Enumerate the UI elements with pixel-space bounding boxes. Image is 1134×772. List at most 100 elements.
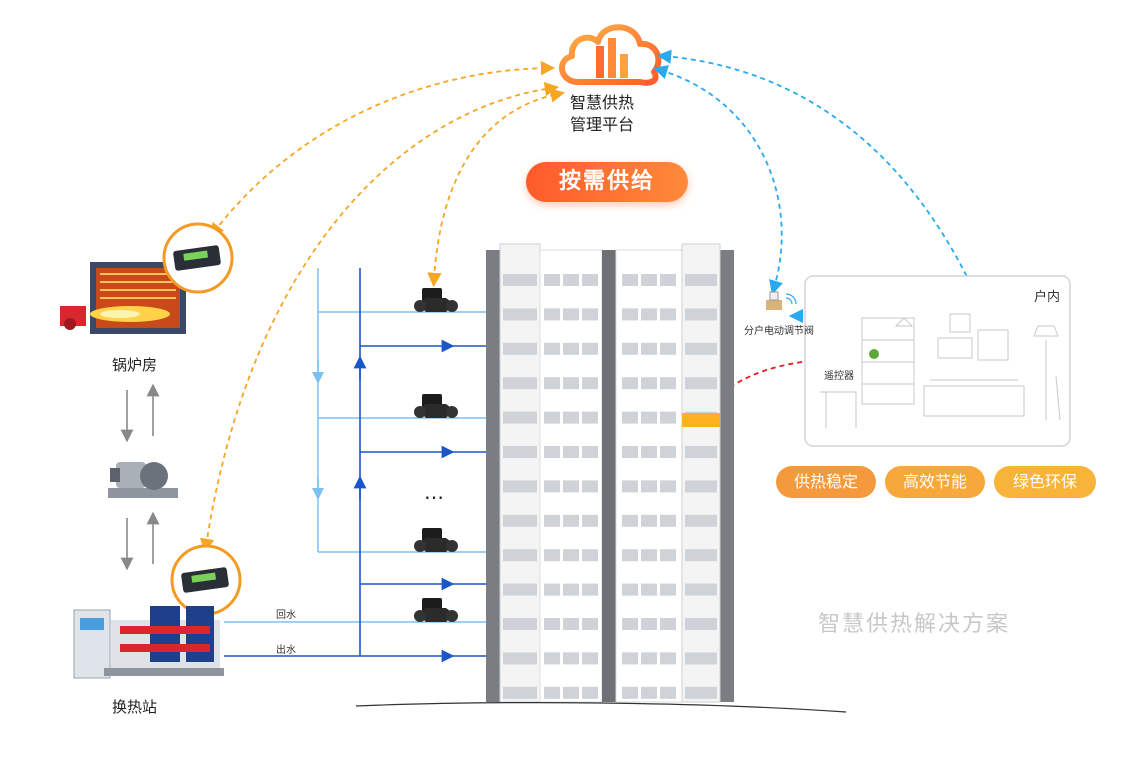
solution-watermark: 智慧供热解决方案 xyxy=(818,612,1011,637)
building-window xyxy=(503,411,537,424)
building-window xyxy=(685,686,717,699)
iot-gateway-icon xyxy=(162,222,234,294)
building-window xyxy=(641,446,657,458)
building-window xyxy=(582,342,598,355)
building-window xyxy=(685,618,717,630)
building-window xyxy=(641,686,657,699)
building-window xyxy=(563,308,579,321)
building-window xyxy=(660,411,676,424)
heat-exchange-station-icon xyxy=(73,606,224,679)
flow-arrows xyxy=(120,383,160,571)
building-window xyxy=(622,618,638,630)
ground-line xyxy=(355,702,847,713)
building-window xyxy=(685,514,717,527)
building-window xyxy=(622,514,638,527)
building-window xyxy=(660,583,676,596)
building-window xyxy=(544,514,560,527)
household-valve-icon xyxy=(766,291,797,310)
boiler-room-label: 锅炉房 xyxy=(112,356,158,374)
remote-controller-label: 遥控器 xyxy=(824,371,854,382)
building-window xyxy=(544,549,560,562)
building-window xyxy=(660,377,676,390)
building-window xyxy=(641,618,657,630)
building-window xyxy=(685,549,717,562)
heat-exchange-station-label: 换热站 xyxy=(112,698,158,716)
building-valve-icon xyxy=(414,528,458,552)
building-window xyxy=(685,446,717,458)
platform-title-line1: 智慧供热 xyxy=(569,93,634,112)
building-window xyxy=(563,377,579,390)
return-pipe-label: 回水 xyxy=(276,610,296,621)
platform-title-line2: 管理平台 xyxy=(569,115,634,134)
building-window xyxy=(685,308,717,321)
building-window xyxy=(622,480,638,493)
building-window xyxy=(641,377,657,390)
building-window xyxy=(563,618,579,630)
building-window xyxy=(622,342,638,355)
building-window xyxy=(685,342,717,355)
building-window xyxy=(685,480,717,493)
on-demand-badge: 按需供给 xyxy=(526,162,688,202)
feature-badge-stable: 供热稳定 xyxy=(776,466,876,498)
building-window xyxy=(503,480,537,493)
building-window xyxy=(641,652,657,665)
building-window xyxy=(503,446,537,458)
building-window xyxy=(544,411,560,424)
building-valve-icon xyxy=(414,288,458,312)
building-window xyxy=(660,446,676,458)
building-window xyxy=(685,274,717,286)
building-window xyxy=(563,411,579,424)
building-window xyxy=(503,686,537,699)
pump-icon xyxy=(108,462,178,498)
building-window xyxy=(503,377,537,390)
building-window xyxy=(582,446,598,458)
building-window xyxy=(641,549,657,562)
building-window xyxy=(685,652,717,665)
building-window xyxy=(563,583,579,596)
building-window xyxy=(660,274,676,286)
building-window xyxy=(544,618,560,630)
building-window xyxy=(622,583,638,596)
feature-badge-green: 绿色环保 xyxy=(994,466,1096,498)
building-window xyxy=(503,583,537,596)
building-window xyxy=(641,583,657,596)
building-window xyxy=(544,342,560,355)
building-window xyxy=(582,411,598,424)
building-window xyxy=(582,618,598,630)
building-window xyxy=(641,480,657,493)
building-valve-icon xyxy=(414,394,458,418)
building-window xyxy=(563,342,579,355)
building-window xyxy=(544,583,560,596)
indoor-label: 户内 xyxy=(1034,290,1061,305)
building-window xyxy=(503,514,537,527)
building-window xyxy=(563,274,579,286)
building-window xyxy=(622,652,638,665)
apartment-building xyxy=(486,243,734,703)
supply-pipe-label: 出水 xyxy=(276,645,296,656)
building-window xyxy=(544,652,560,665)
building-window xyxy=(622,411,638,424)
building-window xyxy=(622,274,638,286)
building-window xyxy=(563,549,579,562)
return-pipes xyxy=(224,268,486,623)
building-window xyxy=(582,686,598,699)
building-window xyxy=(660,686,676,699)
building-window xyxy=(563,514,579,527)
platform-title: 智慧供热 管理平台 xyxy=(560,92,644,136)
platform-links-orange xyxy=(199,60,566,554)
building-window xyxy=(544,377,560,390)
building-window xyxy=(622,549,638,562)
building-window xyxy=(641,411,657,424)
building-window xyxy=(544,446,560,458)
building-window xyxy=(503,652,537,665)
building-window xyxy=(582,514,598,527)
building-window xyxy=(503,342,537,355)
building-window xyxy=(563,480,579,493)
building-window xyxy=(582,549,598,562)
building-window xyxy=(660,308,676,321)
building-window xyxy=(503,308,537,321)
building-window xyxy=(582,652,598,665)
supply-pipes xyxy=(224,268,486,663)
household-valve-label: 分户电动调节阀 xyxy=(744,326,814,337)
